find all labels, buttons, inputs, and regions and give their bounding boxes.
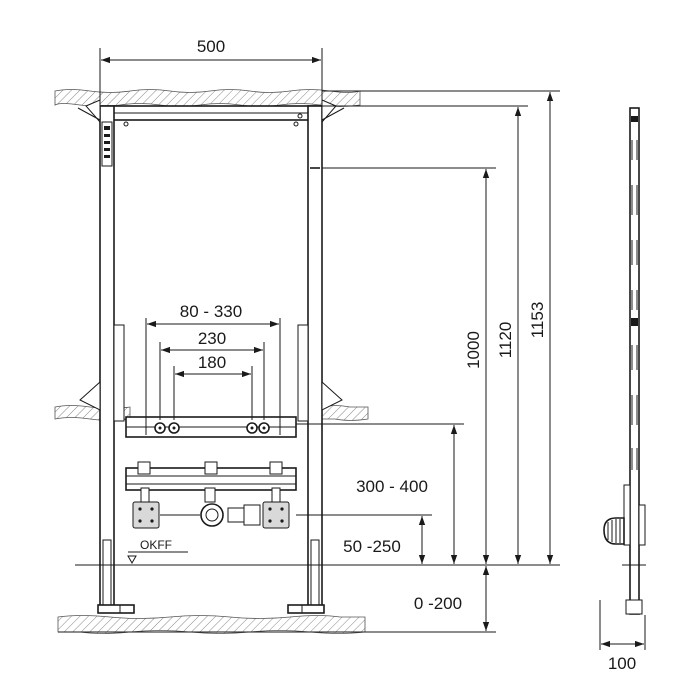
dimension-pipe-230: 230 — [159, 329, 265, 420]
dimension-height-50-250: 50 -250 — [343, 516, 426, 564]
okff-reference: OKFF — [75, 538, 560, 566]
dim-50-250-label: 50 -250 — [343, 537, 401, 556]
dim-180-label: 180 — [198, 353, 226, 372]
dim-0-200-label: 0 -200 — [414, 594, 462, 613]
fixing-rails — [125, 416, 297, 491]
rail-clips — [137, 461, 283, 503]
dimension-pipe-range: 80 - 330 — [145, 302, 281, 435]
top-hatched-surface — [54, 89, 361, 107]
installation-frame — [77, 99, 345, 614]
dim-1120-label: 1120 — [496, 322, 515, 359]
dim-500-label: 500 — [197, 37, 225, 56]
dimension-depth-100: 100 — [599, 600, 646, 673]
dimension-height-1153: 1153 — [528, 92, 554, 564]
dimension-pipe-180: 180 — [173, 353, 253, 420]
bottom-hatched-floor — [57, 615, 366, 634]
okff-label: OKFF — [140, 538, 172, 552]
dimension-width-500: 500 — [99, 37, 323, 104]
dim-1000-label: 1000 — [464, 331, 483, 369]
water-connections — [154, 422, 270, 434]
dimension-height-1000: 1000 — [464, 169, 490, 564]
dim-100-label: 100 — [608, 654, 636, 673]
dimension-height-300-400: 300 - 400 — [356, 425, 458, 564]
dim-230-label: 230 — [198, 329, 226, 348]
dimension-height-1120: 1120 — [496, 107, 522, 564]
dim-80-330-label: 80 - 330 — [180, 302, 242, 321]
dimension-reference-lines — [58, 90, 560, 633]
dim-1153-label: 1153 — [528, 302, 547, 339]
side-view-frame — [603, 107, 646, 615]
dim-300-400-label: 300 - 400 — [356, 477, 428, 496]
dimension-floor-0-200: 0 -200 — [414, 566, 490, 631]
drain-pipe — [160, 503, 261, 527]
mounting-plates — [132, 501, 290, 529]
